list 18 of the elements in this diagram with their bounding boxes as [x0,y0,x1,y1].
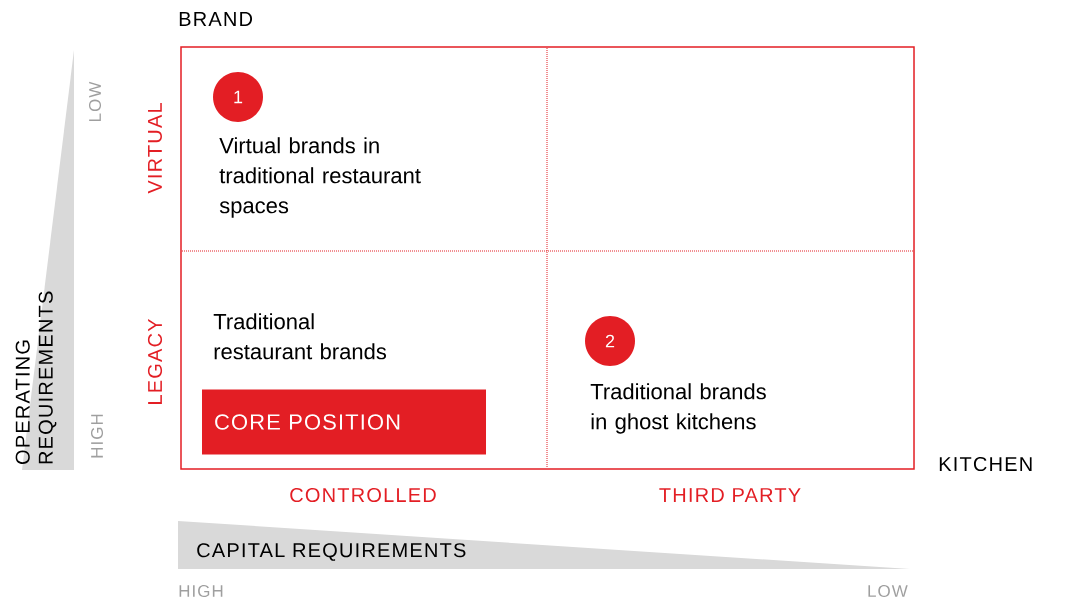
number-badge: 2 [585,316,635,366]
axis-title: CAPITAL REQUIREMENTS [197,543,466,561]
quadrant-text: Virtual brands in traditional restaurant spaces [219,137,421,218]
axis-title: OPERATING REQUIREMENTS [15,291,57,465]
column-label: CONTROLLED [290,487,436,503]
quadrant-text: Traditional restaurant brands [213,313,387,360]
highlight-box: CORE POSITION [202,389,486,455]
scale-label: LOW [868,585,908,597]
quadrant-text: Traditional brands in ghost kitchens [590,383,766,434]
scale-label: HIGH [91,414,104,458]
row-label: VIRTUAL [148,103,162,194]
axis-title: BRAND [179,12,253,26]
number-badge: 1 [213,72,263,122]
axis-title: KITCHEN [939,456,1032,472]
row-label: LEGACY [147,318,163,404]
scale-label: HIGH [179,585,223,597]
column-label: THIRD PARTY [659,488,801,502]
scale-label: LOW [89,81,102,121]
